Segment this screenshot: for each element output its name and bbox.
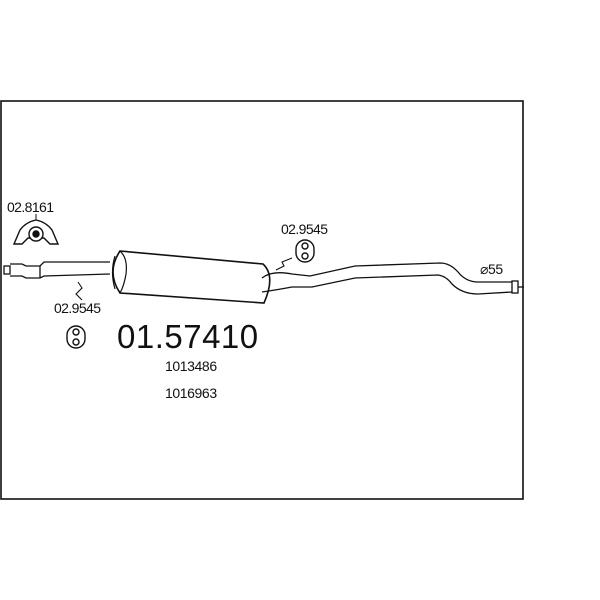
hanger-right-icon [295,239,315,263]
hanger-left-label: 02.9545 [54,300,101,316]
outlet-diameter-label: ⌀55 [480,261,503,277]
diagram-frame [0,100,524,500]
hanger-right-label: 02.9545 [281,221,328,237]
oem-number-1: 1013486 [165,358,217,374]
inlet-pipe [3,261,111,279]
clamp-icon [12,219,60,245]
hanger-left-icon [66,325,86,349]
hanger-right-leader [275,257,293,271]
inlet-pipe-end [3,265,11,275]
oem-number-2: 1016963 [165,385,217,401]
clamp-label: 02.8161 [7,199,54,215]
outlet-pipe-end [511,280,519,294]
muffler [111,250,271,304]
main-part-number: 01.57410 [117,318,259,355]
hanger-left-leader [75,281,83,301]
outlet-pipe [261,262,524,295]
